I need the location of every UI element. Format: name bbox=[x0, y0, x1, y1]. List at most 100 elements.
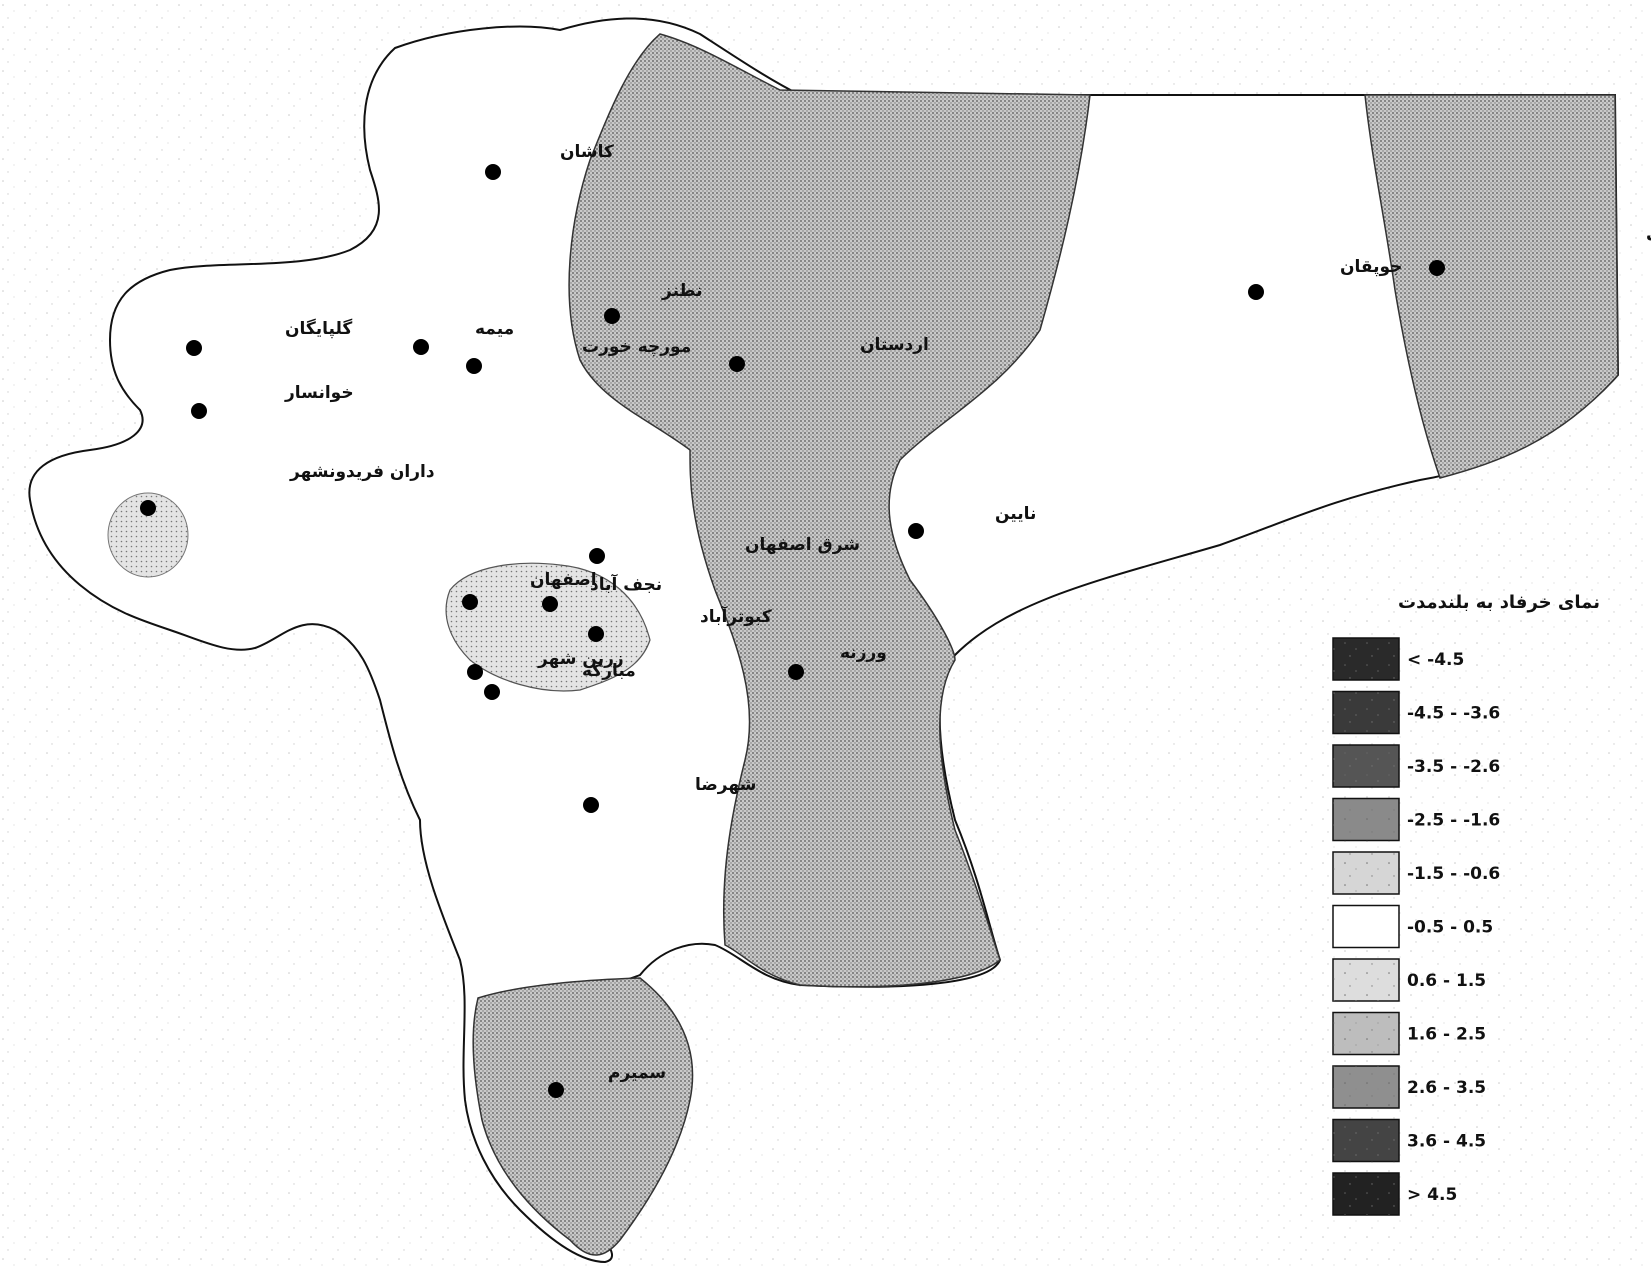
city-dot bbox=[908, 523, 924, 539]
legend-item: -2.5 - -1.6 bbox=[1332, 797, 1500, 842]
legend-label: -4.5 - -3.6 bbox=[1407, 704, 1500, 724]
legend-item: 3.6 - 4.5 bbox=[1332, 1118, 1486, 1163]
city-label: خور و بیابانک bbox=[1646, 225, 1651, 245]
city-dot bbox=[583, 797, 599, 813]
legend-item: 2.6 - 3.5 bbox=[1332, 1065, 1486, 1109]
city-marker: جوپقان bbox=[1248, 257, 1402, 300]
city-label: خوانسار bbox=[284, 383, 354, 403]
legend-item: < -4.5 bbox=[1332, 637, 1464, 681]
legend-swatch-texture bbox=[1333, 1173, 1399, 1215]
legend-item: -0.5 - 0.5 bbox=[1332, 904, 1493, 949]
city-marker: اردستان bbox=[729, 335, 929, 372]
legend-label: 3.6 - 4.5 bbox=[1407, 1132, 1486, 1152]
city-label: گلپایگان bbox=[285, 318, 352, 339]
city-label: سمیرم bbox=[608, 1063, 666, 1083]
legend-swatch-texture bbox=[1333, 1119, 1399, 1162]
city-label: نطنز bbox=[661, 281, 702, 301]
city-dot bbox=[788, 664, 804, 680]
city-dot bbox=[589, 548, 605, 564]
city-dot bbox=[462, 594, 478, 610]
city-marker: اصفهان bbox=[462, 570, 597, 610]
city-label: کبوترآباد bbox=[700, 605, 772, 627]
city-marker: مورچه خورت bbox=[466, 337, 691, 374]
legend-item: 1.6 - 2.5 bbox=[1332, 1011, 1486, 1056]
legend-items: < -4.5 -4.5 - -3.6 -3.5 - -2.6 -2.5 - -1.6 -… bbox=[1332, 637, 1500, 1216]
city-marker: شرق اصفهان bbox=[589, 535, 860, 564]
city-label: نایین bbox=[995, 504, 1036, 524]
anomaly-zone-central bbox=[568, 33, 1091, 988]
legend-swatch-texture bbox=[1333, 1012, 1399, 1055]
legend-title: نمای خرفاد به بلندمدت bbox=[1398, 592, 1600, 613]
city-marker: نجف آباد bbox=[542, 573, 662, 612]
legend-swatch-texture bbox=[1333, 1066, 1399, 1108]
legend-label: > 4.5 bbox=[1407, 1185, 1457, 1205]
city-marker: کبوترآباد bbox=[588, 605, 772, 642]
anomaly-zone-fereydunshahr bbox=[107, 492, 189, 578]
map-legend: نمای خرفاد به بلندمدت < -4.5 -4.5 - -3.6 -… bbox=[1332, 592, 1600, 1216]
city-marker: میمه bbox=[413, 319, 514, 355]
legend-label: -0.5 - 0.5 bbox=[1407, 918, 1493, 938]
city-marker: سمیرم bbox=[548, 1063, 666, 1098]
legend-swatch-texture bbox=[1333, 852, 1399, 894]
city-dot bbox=[1248, 284, 1264, 300]
city-label: شهرضا bbox=[695, 775, 756, 795]
city-dot bbox=[1429, 260, 1445, 276]
legend-label: -3.5 - -2.6 bbox=[1407, 757, 1500, 777]
legend-swatch bbox=[1332, 904, 1400, 949]
legend-swatch-texture bbox=[1333, 638, 1399, 680]
city-marker: نایین bbox=[908, 504, 1036, 539]
city-dot bbox=[484, 684, 500, 700]
legend-item: -4.5 - -3.6 bbox=[1332, 690, 1500, 735]
city-marker: داران فریدونشهر bbox=[140, 462, 435, 516]
legend-label: 2.6 - 3.5 bbox=[1407, 1078, 1486, 1098]
city-marker: شهرضا bbox=[583, 775, 756, 813]
legend-label: -1.5 - -0.6 bbox=[1407, 864, 1500, 884]
city-label: مبارکه bbox=[582, 661, 636, 681]
city-dot bbox=[466, 358, 482, 374]
anomaly-zone-east bbox=[1364, 94, 1619, 479]
legend-swatch-texture bbox=[1333, 745, 1399, 787]
legend-item: -1.5 - -0.6 bbox=[1332, 851, 1500, 895]
city-dot bbox=[604, 308, 620, 324]
city-label: کاشان bbox=[560, 142, 614, 162]
city-dot bbox=[186, 340, 202, 356]
city-label: اصفهان bbox=[530, 570, 597, 590]
city-label: جوپقان bbox=[1340, 257, 1402, 277]
legend-item: -3.5 - -2.6 bbox=[1332, 744, 1500, 788]
city-dot bbox=[485, 164, 501, 180]
city-marker: ورزنه bbox=[788, 643, 887, 680]
city-dot bbox=[548, 1082, 564, 1098]
city-label: مورچه خورت bbox=[582, 337, 691, 357]
city-marker: نطنز bbox=[604, 281, 702, 324]
legend-swatch-texture bbox=[1333, 798, 1399, 841]
city-label: میمه bbox=[475, 319, 514, 339]
city-marker: کاشان bbox=[485, 142, 614, 180]
city-marker: گلپایگان bbox=[186, 318, 352, 356]
legend-item: > 4.5 bbox=[1332, 1172, 1457, 1216]
legend-swatch-texture bbox=[1333, 959, 1399, 1001]
legend-label: -2.5 - -1.6 bbox=[1407, 811, 1500, 831]
city-marker: خور و بیابانک bbox=[1429, 225, 1651, 276]
city-marker: خوانسار bbox=[191, 383, 354, 419]
city-layer: کاشان نطنز میمه مورچه خورت اردستان گلپایگان خو… bbox=[140, 142, 1651, 1098]
city-label: زرین شهر bbox=[537, 649, 624, 669]
city-dot bbox=[140, 500, 156, 516]
city-label: نجف آباد bbox=[590, 573, 662, 595]
city-marker: مبارکه bbox=[484, 661, 636, 700]
legend-item: 0.6 - 1.5 bbox=[1332, 958, 1486, 1002]
city-dot bbox=[191, 403, 207, 419]
city-dot bbox=[588, 626, 604, 642]
city-label: داران فریدونشهر bbox=[289, 462, 435, 482]
legend-label: 1.6 - 2.5 bbox=[1407, 1025, 1486, 1045]
legend-label: < -4.5 bbox=[1407, 650, 1464, 670]
city-dot bbox=[413, 339, 429, 355]
city-dot bbox=[542, 596, 558, 612]
legend-swatch-texture bbox=[1333, 691, 1399, 734]
anomaly-zone-isfahan bbox=[445, 562, 651, 692]
city-label: ورزنه bbox=[840, 643, 887, 663]
city-dot bbox=[467, 664, 483, 680]
legend-label: 0.6 - 1.5 bbox=[1407, 971, 1486, 991]
city-marker: زرین شهر bbox=[467, 649, 624, 680]
